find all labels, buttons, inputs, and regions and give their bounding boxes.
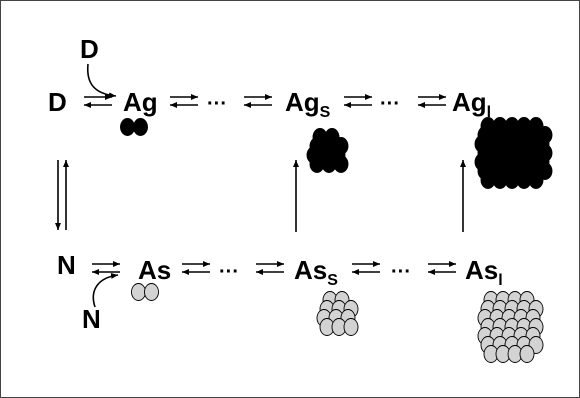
label-ag-l: Agl (452, 87, 491, 121)
aggregate-ag-l (474, 117, 553, 189)
label-d-external: D (80, 34, 99, 64)
equilibrium-as-dots (182, 261, 210, 275)
equilibrium-ag-dots (170, 94, 198, 108)
aggregate-as-dimer (131, 283, 159, 301)
equilibrium-n-as (92, 261, 120, 275)
ellipsis-top-2: ··· (380, 93, 400, 115)
label-as-l: Asl (465, 255, 503, 289)
equilibrium-dots-as-s (256, 261, 284, 275)
label-n: N (57, 250, 76, 280)
curved-arrow-d-to-ag (86, 63, 117, 99)
label-as: As (138, 255, 171, 285)
equilibrium-dots-ag-l (418, 94, 446, 108)
aggregate-particle (528, 171, 544, 189)
aggregate-ag-s (306, 128, 349, 173)
aggregate-particle (133, 118, 148, 136)
aggregate-as-l (477, 291, 544, 363)
label-ag: Ag (123, 87, 158, 117)
label-as-s: AsS (294, 255, 338, 289)
equilibrium-d-n (55, 160, 69, 230)
label-ag-s: AgS (285, 87, 331, 121)
ellipsis-bottom-1: ··· (219, 261, 239, 283)
aggregate-particle (144, 283, 159, 301)
aggregate-particle (333, 155, 349, 173)
curved-arrow-n-to-pool (92, 272, 119, 308)
aggregate-as-s (316, 291, 359, 336)
label-n-external: N (82, 304, 101, 334)
label-d: D (48, 87, 67, 117)
equilibrium-ag-s-dots (344, 94, 372, 108)
equilibrium-d-ag (84, 94, 112, 108)
equilibrium-dots-ag-s (244, 94, 272, 108)
aggregate-particle (131, 283, 146, 301)
equilibrium-as-s-dots (352, 261, 380, 275)
ellipsis-bottom-2: ··· (391, 261, 411, 283)
aggregate-particle (519, 345, 535, 363)
equilibrium-dots-as-l (428, 261, 456, 275)
ellipsis-top-1: ··· (207, 93, 227, 115)
aggregate-particle (120, 118, 135, 136)
aggregate-particle (343, 318, 359, 336)
aggregate-ag-dimer (120, 118, 148, 136)
